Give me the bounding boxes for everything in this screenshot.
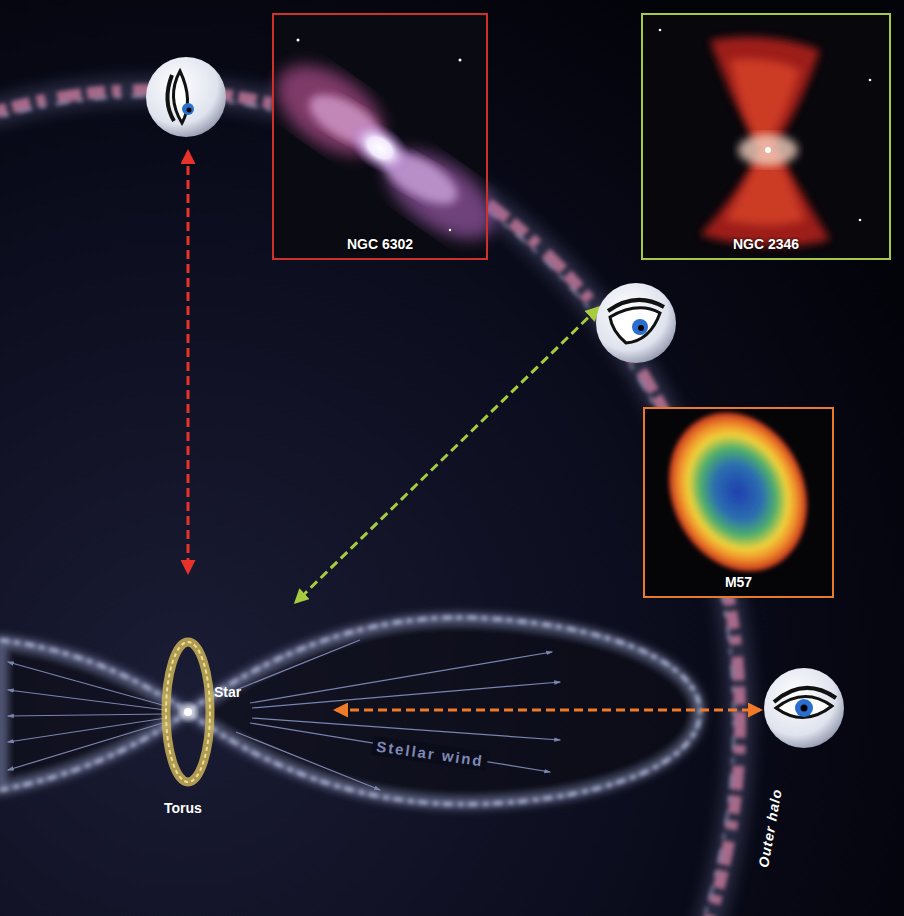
eye-icon-side-part: [801, 705, 808, 712]
photo-ngc6302-part: [340, 110, 421, 185]
torus-ring-texture: [166, 642, 210, 782]
photo-frame: M57: [643, 407, 834, 598]
eye-icon-side-part: [776, 696, 832, 717]
eye-icon-top-part: [173, 71, 187, 123]
view-arrow-oblique: [296, 308, 598, 602]
bipolar-lobes-part: [0, 640, 188, 790]
stellar-wind-rays-part: [252, 718, 560, 740]
torus-label: Torus: [164, 800, 202, 816]
stellar-wind-rays-part: [8, 718, 166, 742]
eye-icon-top-part: [187, 108, 192, 113]
photo-ngc6302-part: [297, 39, 300, 42]
photo-m57: [643, 390, 834, 598]
eye-icon-top-part: [182, 103, 194, 115]
stellar-wind-rays-part: [8, 714, 166, 716]
eye-icon-side: [764, 668, 844, 748]
photo-frame: NGC 2346: [641, 13, 891, 260]
photo-ngc6302-part: [459, 59, 462, 62]
object-name: M57: [725, 574, 752, 596]
photo-ngc2346-part: [869, 79, 872, 82]
star-label: Star: [214, 684, 241, 700]
photo-ngc6302: [261, 13, 509, 260]
photo-ngc6302-part: [449, 229, 451, 231]
torus-ring: [166, 642, 210, 782]
eye-icon-top: [146, 57, 226, 137]
central-star: [184, 708, 192, 716]
photo-ngc2346-part: [725, 59, 805, 225]
eye-icon-oblique-part: [608, 300, 664, 311]
stellar-wind-rays-part: [250, 723, 550, 772]
photo-m57-part: [644, 390, 833, 594]
stellar-wind-rays-part: [252, 682, 560, 708]
eye-icon-side-part: [795, 699, 813, 717]
stellar-wind-rays-part: [8, 690, 166, 710]
eye-icon-side-part: [764, 668, 844, 748]
stellar-wind-rays: [8, 640, 560, 790]
photo-ngc2346-part: [765, 147, 771, 153]
photo-ngc2346-part: [738, 134, 798, 166]
stellar-wind-rays-part: [236, 732, 380, 790]
object-name: NGC 6302: [347, 236, 413, 258]
star-glow: [179, 703, 197, 721]
eye-icon-top-part: [146, 57, 226, 137]
bipolar-lobes-part: [0, 640, 188, 790]
view-arrow-pole: [187, 152, 190, 572]
object-name: NGC 2346: [733, 236, 799, 258]
eye-icon-oblique-part: [610, 308, 660, 343]
photo-ngc2346-part: [859, 219, 862, 222]
eye-icon-oblique-part: [632, 319, 648, 335]
view-arrow-equator: [336, 709, 760, 712]
photo-ngc2346-part: [659, 29, 662, 32]
photo-ngc2346-part: [700, 37, 830, 247]
stellar-wind-rays-part: [8, 722, 166, 770]
eye-icon-oblique-part: [638, 325, 644, 331]
photo-ngc2346: [641, 13, 891, 260]
eye-icon-top-part: [167, 75, 174, 121]
photo-frame: NGC 6302: [272, 13, 488, 260]
stellar-wind-rays-part: [236, 640, 360, 690]
eye-icon-oblique: [596, 283, 676, 363]
eye-icon-oblique-part: [596, 283, 676, 363]
photo-ngc2346-part: [641, 13, 891, 260]
